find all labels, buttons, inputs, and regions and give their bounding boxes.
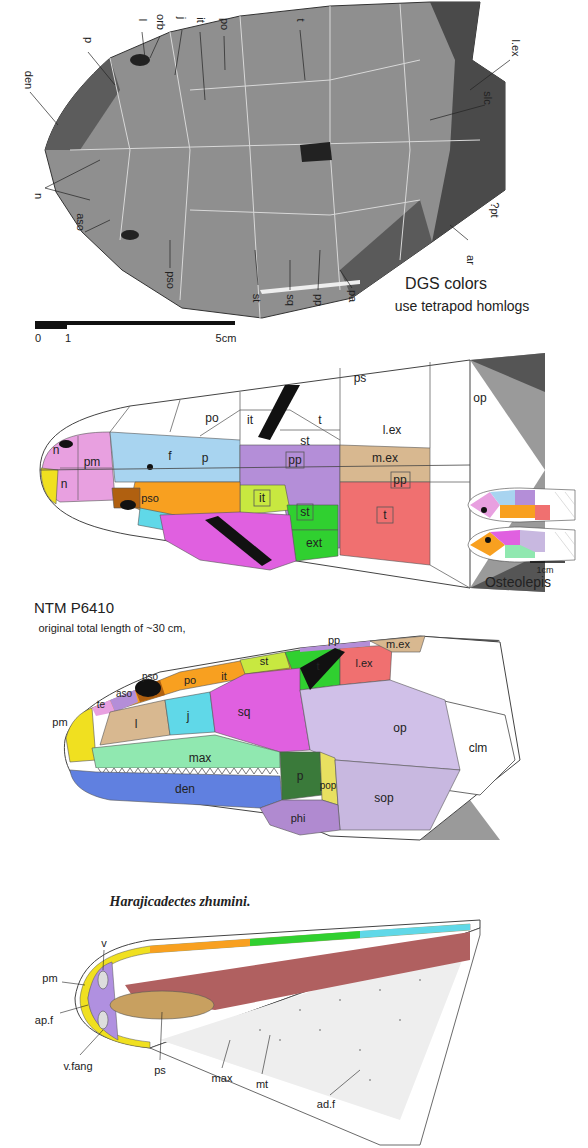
bone-label: ar: [465, 255, 476, 265]
bone-label: n: [61, 478, 68, 490]
bone-label: po: [205, 412, 218, 424]
bone-label: l.ex: [355, 658, 372, 669]
bone-label: 1cm: [536, 566, 553, 575]
bone-label: op: [473, 392, 486, 404]
bone-label: max: [189, 752, 212, 764]
bone-label: t: [295, 18, 306, 21]
bone-label: st: [300, 506, 309, 518]
bone-label: pp: [328, 635, 340, 646]
bone-label: den: [175, 783, 195, 795]
bone-label: t: [318, 414, 321, 426]
species-name: Harajicadectes zhumini.: [110, 895, 251, 909]
bone-label: ps: [354, 372, 367, 384]
bone-label: pso: [165, 271, 176, 289]
bone-label: t: [316, 661, 319, 672]
caption-text: NTM P6410: [34, 600, 114, 615]
bone-label: pso: [141, 493, 159, 504]
dorsal-view: [40, 353, 545, 592]
bone-label: po: [184, 675, 196, 686]
bone-label: v: [101, 938, 107, 949]
bone-label: pp: [393, 474, 406, 486]
bone-label: den: [23, 71, 34, 89]
bone-label: original total length of ~30 cm,: [38, 623, 185, 634]
bone-label: ps: [154, 1065, 166, 1076]
bone-label: p: [202, 452, 209, 464]
bone-label: phi: [291, 813, 306, 824]
bone-label: n: [53, 444, 60, 456]
bone-label: p: [83, 37, 94, 43]
caption-text: use tetrapod homlogs: [395, 299, 530, 313]
bone-label: ap.f: [35, 1015, 53, 1026]
caption-text: DGS colors: [405, 276, 487, 292]
bone-label: mt: [256, 1079, 268, 1090]
bone-label: aso: [116, 689, 132, 699]
bone-label: l.ex: [383, 424, 402, 436]
bone-label: st: [251, 294, 262, 303]
bone-label: pp: [313, 294, 324, 306]
bone-label: slc: [482, 91, 493, 104]
bone-label: it: [259, 492, 265, 504]
bone-label: l.ex: [510, 39, 521, 56]
skull-photo: [30, 2, 510, 329]
bone-label: po: [219, 18, 230, 30]
bone-label: max: [212, 1073, 233, 1084]
bone-label: sq: [238, 706, 251, 718]
bone-label: l: [135, 718, 138, 730]
bone-label: pop: [320, 781, 337, 791]
bone-label: op: [393, 722, 406, 734]
bone-label: n: [33, 193, 44, 199]
bone-label: m.ex: [386, 639, 410, 650]
bone-label: pm: [42, 973, 57, 984]
bone-label: f: [168, 450, 171, 462]
bone-label: sq: [285, 294, 296, 306]
bone-label: m.ex: [372, 452, 398, 464]
bone-label: te: [97, 700, 105, 710]
bone-label: j: [176, 17, 187, 19]
bone-label: ?pt: [489, 202, 500, 217]
bone-label: t: [383, 509, 386, 521]
bone-label: clm: [469, 742, 488, 754]
bone-label: pa: [347, 290, 358, 302]
bone-label: l: [137, 19, 148, 21]
bone-label: v.fang: [63, 1061, 92, 1072]
bone-label: st: [260, 656, 269, 667]
osteolepis-thumbnails: [468, 488, 575, 562]
bone-label: pp: [288, 454, 301, 466]
bone-label: ext: [306, 537, 322, 549]
bone-label: ad.f: [317, 1099, 335, 1110]
bone-label: p: [297, 770, 304, 782]
palatal-view: [60, 920, 480, 1145]
bone-label: st: [300, 435, 309, 447]
bone-label: it: [221, 671, 227, 682]
bone-label: aso: [75, 213, 86, 231]
bone-label: it: [247, 414, 253, 426]
bone-label: j: [187, 710, 190, 722]
bone-label: orb: [155, 14, 166, 30]
bone-label: 1: [65, 333, 71, 344]
lateral-view: [64, 636, 520, 840]
bone-label: it: [195, 17, 206, 23]
bone-label: 5cm: [216, 333, 237, 344]
bone-label: sop: [374, 792, 393, 804]
bone-label: 0: [35, 333, 41, 344]
bone-label: pm: [52, 717, 67, 728]
caption-text: Osteolepis: [485, 575, 551, 589]
bone-label: pso: [142, 672, 158, 682]
bone-label: pm: [84, 456, 101, 468]
